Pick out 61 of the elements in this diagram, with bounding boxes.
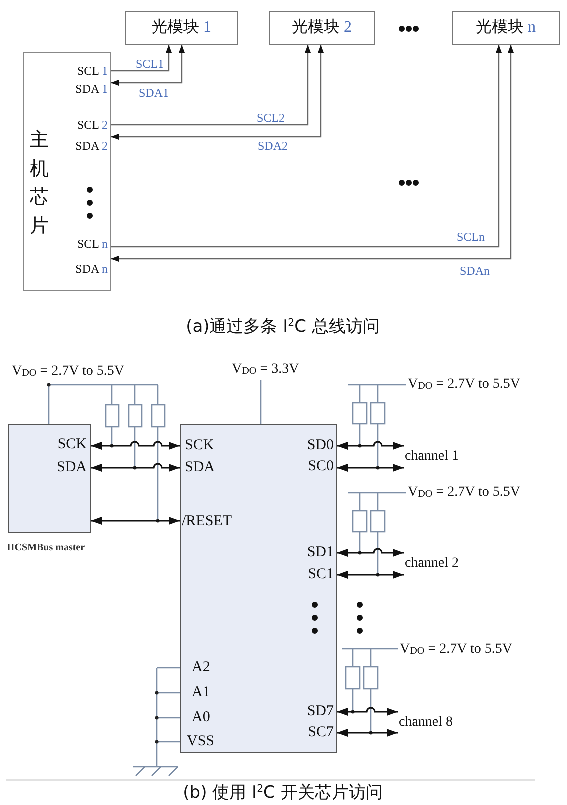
pin-label: SD7 xyxy=(307,704,334,720)
edge-label: SCL2 xyxy=(256,112,286,124)
module-box xyxy=(269,11,375,45)
arrow xyxy=(91,463,180,472)
voltage-label: V$_{DO}$ = 3.3V xyxy=(232,362,300,378)
pin-label: SDA xyxy=(56,460,87,476)
pin-label: A2 xyxy=(192,660,210,676)
arrow xyxy=(111,45,324,140)
arrow xyxy=(337,548,404,557)
voltage-label: V$_{DO}$ = 2.7V to 5.5V xyxy=(400,642,512,658)
arrow xyxy=(111,45,185,86)
pin-label: SDA n xyxy=(76,263,108,275)
arrow xyxy=(337,707,398,716)
pin-label: SCL n xyxy=(77,238,108,250)
voltage-label: V$_{DO}$ = 2.7V to 5.5V xyxy=(12,364,124,380)
pin-label: VSS xyxy=(187,734,215,750)
voltage-label: V$_{DO}$ = 2.7V to 5.5V xyxy=(408,376,520,394)
pin-label: SDA xyxy=(185,460,216,476)
pin-label: A0 xyxy=(192,710,210,726)
module-box xyxy=(452,11,560,45)
device-caption: IICSMBus master xyxy=(7,542,86,554)
arrow xyxy=(91,517,180,525)
figure-caption: (b) 使用 I$^{2}$C 开关芯片访问 xyxy=(183,784,383,804)
module-box xyxy=(125,11,238,45)
pin-label: /RESET xyxy=(182,514,232,530)
arrow xyxy=(91,441,180,450)
pin-label: SCL 1 xyxy=(77,65,108,77)
channel-label: channel 1 xyxy=(405,444,460,470)
chip-box xyxy=(23,52,111,291)
pin-label: SDA 2 xyxy=(76,140,108,152)
pin-label: SCK xyxy=(185,438,214,454)
pin-label: SCK xyxy=(58,438,87,452)
pin-label: SC0 xyxy=(308,460,334,474)
pin-label: SD1 xyxy=(307,546,334,560)
pin-label: SCL 2 xyxy=(77,119,108,131)
arrow xyxy=(337,441,404,450)
pin-label: SD0 xyxy=(307,438,334,454)
figure-caption: (a)通过多条 I$^{2}$C 总线访问 xyxy=(186,318,380,338)
pin-label: SDA 1 xyxy=(76,83,108,95)
arrow xyxy=(337,729,398,737)
edge-label: SCLn xyxy=(456,231,486,243)
pin-label: SC7 xyxy=(308,726,334,740)
pin-label: A1 xyxy=(192,686,210,700)
module-label: 光模块 n xyxy=(476,20,536,36)
arrow xyxy=(111,45,311,126)
arrow xyxy=(337,464,404,472)
module-label: 光模块 2 xyxy=(292,20,352,36)
chip-label: 主机芯片 xyxy=(30,129,49,238)
edge-label: SDA2 xyxy=(257,140,289,152)
pin-label: SC1 xyxy=(308,568,334,582)
edge-label: SDA1 xyxy=(138,87,170,99)
edge-label: SDAn xyxy=(459,265,491,277)
edge-label: SCL1 xyxy=(135,58,165,70)
channel-label: channel 8 xyxy=(399,710,454,736)
channel-label: channel 2 xyxy=(405,551,460,577)
arrow xyxy=(111,45,172,72)
module-label: 光模块 1 xyxy=(152,20,212,36)
voltage-label: V$_{DO}$ = 2.7V to 5.5V xyxy=(408,484,520,502)
master-box xyxy=(8,424,91,533)
switch-chip-box xyxy=(180,424,337,753)
arrow xyxy=(337,571,404,579)
